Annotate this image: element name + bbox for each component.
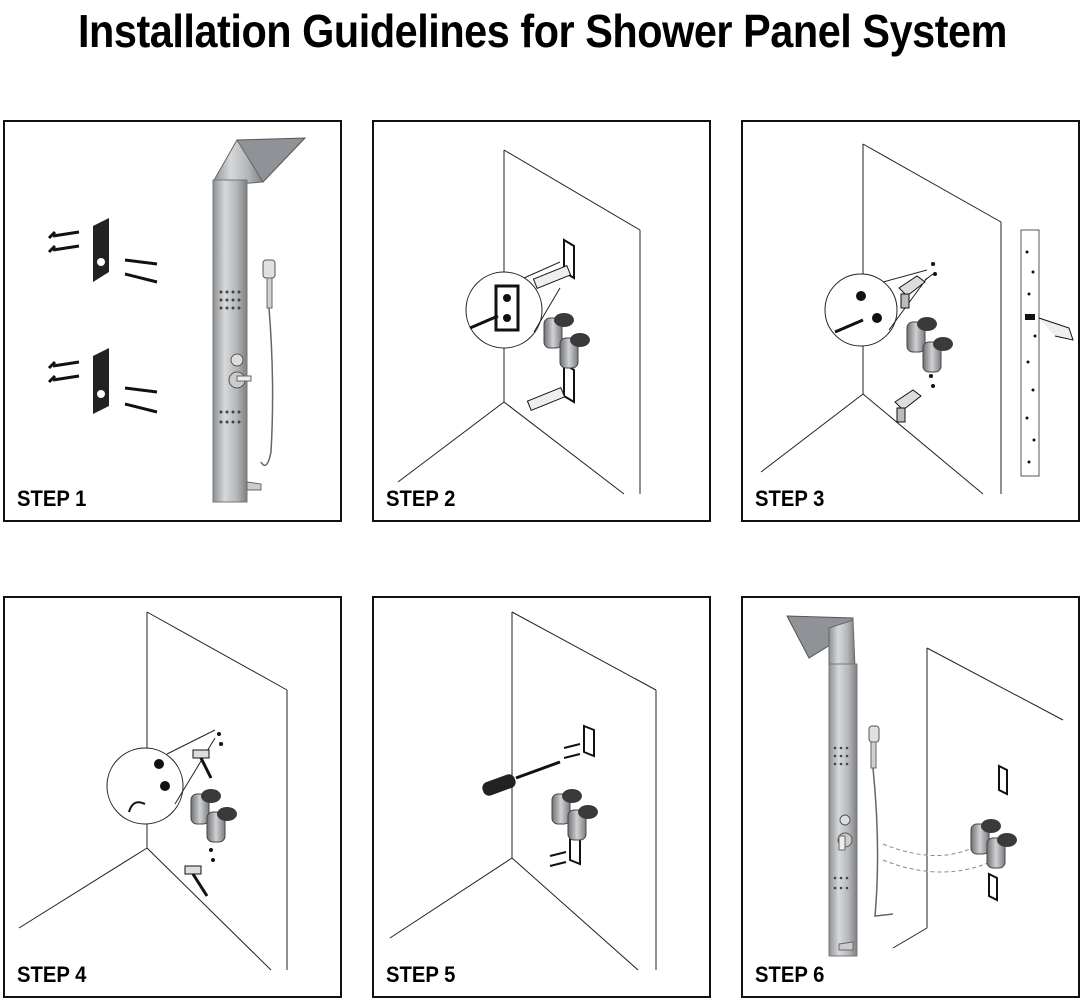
step-1-label: STEP 1	[17, 486, 87, 511]
screwdriver-icon	[482, 760, 561, 796]
step-3-panel: STEP 3	[741, 120, 1080, 522]
step-1-illustration	[47, 137, 307, 503]
drill-bottom-icon	[894, 389, 922, 423]
shower-panel	[786, 615, 894, 957]
shower-panel	[212, 137, 307, 503]
step-6-label: STEP 6	[755, 962, 825, 987]
valve-elbows	[190, 789, 237, 843]
mounting-kit-top	[47, 218, 158, 284]
step-2-illustration	[397, 149, 641, 495]
wall-outline	[389, 611, 657, 971]
page-title: Installation Guidelines for Shower Panel…	[78, 5, 1007, 57]
wall-outline	[760, 143, 1002, 495]
step-2-label: STEP 2	[386, 486, 456, 511]
step-4-panel: STEP 4	[3, 596, 342, 998]
bracket-bottom	[526, 362, 575, 412]
detail-magnifier	[824, 269, 928, 347]
bracket-bottom	[988, 872, 998, 902]
step-5-illustration	[389, 611, 657, 971]
step-4-illustration	[18, 611, 288, 971]
bracket-bottom	[549, 832, 581, 867]
mounting-kit-bottom	[47, 348, 158, 414]
bracket-top	[998, 764, 1008, 796]
step-1-panel: STEP 1	[3, 120, 342, 522]
valve-elbows	[970, 819, 1017, 869]
wall-outline	[397, 149, 641, 495]
detail-magnifier	[106, 729, 216, 825]
hammer-top-icon	[192, 749, 213, 779]
bracket-top	[532, 238, 575, 290]
hammer-bottom-icon	[184, 865, 209, 897]
step-4-label: STEP 4	[17, 962, 87, 987]
step-5-label: STEP 5	[386, 962, 456, 987]
drill-top-icon	[898, 273, 934, 309]
step-3-label: STEP 3	[755, 486, 825, 511]
step-2-panel: STEP 2	[372, 120, 711, 522]
bracket-top	[563, 724, 595, 759]
spirit-level	[1020, 229, 1074, 477]
valve-elbows	[543, 313, 590, 369]
valve-elbows	[551, 789, 598, 841]
detail-magnifier	[465, 261, 561, 349]
wall-outline	[892, 647, 1064, 949]
valve-elbows	[906, 317, 953, 373]
step-5-panel: STEP 5	[372, 596, 711, 998]
step-6-panel: STEP 6	[741, 596, 1080, 998]
step-6-illustration	[786, 615, 1064, 957]
step-3-illustration	[760, 143, 1074, 495]
